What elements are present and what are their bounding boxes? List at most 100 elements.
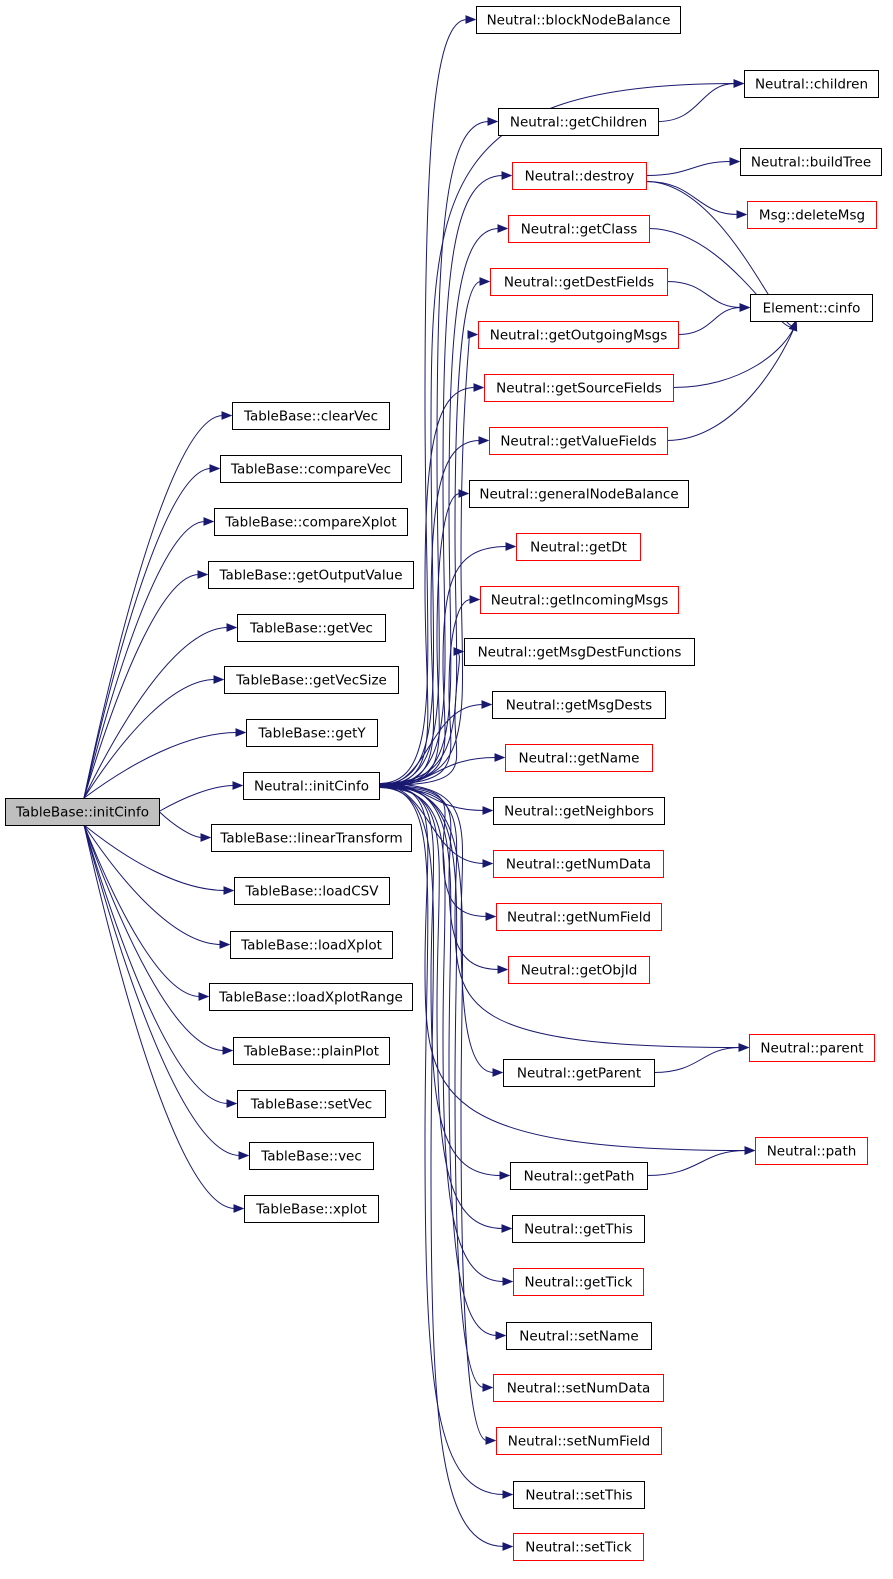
- node-parent[interactable]: Neutral::parent: [749, 1034, 875, 1062]
- node-get-this[interactable]: Neutral::getThis: [512, 1215, 645, 1243]
- node-box: [513, 1533, 644, 1561]
- node-box: [508, 215, 650, 243]
- node-set-vec[interactable]: TableBase::setVec: [237, 1090, 386, 1118]
- node-get-tick[interactable]: Neutral::getTick: [513, 1268, 644, 1296]
- node-set-num-data[interactable]: Neutral::setNumData: [493, 1374, 664, 1402]
- node-get-dest-fields[interactable]: Neutral::getDestFields: [490, 268, 668, 296]
- node-label: Neutral::setThis: [525, 1488, 632, 1504]
- node-delete-msg[interactable]: Msg::deleteMsg: [747, 201, 877, 229]
- edge-arrowhead: [487, 117, 499, 126]
- edge-arrowhead: [219, 940, 231, 949]
- node-set-name[interactable]: Neutral::setName: [506, 1322, 652, 1350]
- node-path[interactable]: Neutral::path: [755, 1137, 868, 1165]
- node-get-class[interactable]: Neutral::getClass: [508, 215, 650, 243]
- node-get-dt[interactable]: Neutral::getDt: [516, 533, 641, 561]
- node-label: Neutral::getNeighbors: [504, 804, 654, 820]
- node-get-source-fields[interactable]: Neutral::getSourceFields: [484, 374, 674, 402]
- edge-arrowhead: [501, 171, 513, 180]
- node-label: Neutral::getDestFields: [504, 275, 654, 291]
- edge-arrowhead: [736, 210, 748, 219]
- node-get-value-fields[interactable]: Neutral::getValueFields: [489, 427, 668, 455]
- call-edge: [83, 824, 236, 1209]
- node-box: [233, 1037, 390, 1065]
- node-box: [508, 956, 650, 984]
- node-label: TableBase::plainPlot: [243, 1044, 379, 1060]
- call-edge: [158, 811, 203, 838]
- node-get-num-data[interactable]: Neutral::getNumData: [493, 850, 664, 878]
- node-box: [493, 1374, 664, 1402]
- node-load-xplot[interactable]: TableBase::loadXplot: [230, 931, 393, 959]
- node-compare-xplot[interactable]: TableBase::compareXplot: [214, 508, 408, 536]
- call-edge: [378, 787, 505, 1547]
- node-xplot[interactable]: TableBase::xplot: [244, 1195, 379, 1223]
- node-get-parent[interactable]: Neutral::getParent: [503, 1059, 655, 1087]
- node-box: [232, 402, 390, 430]
- node-get-incoming-msgs[interactable]: Neutral::getIncomingMsgs: [480, 586, 679, 614]
- node-box: [503, 1059, 655, 1087]
- node-get-num-field[interactable]: Neutral::getNumField: [496, 903, 662, 931]
- node-vec[interactable]: TableBase::vec: [249, 1142, 374, 1170]
- node-label: TableBase::compareXplot: [224, 515, 396, 531]
- call-edges: [83, 15, 798, 1551]
- edge-arrowhead: [744, 1146, 756, 1155]
- edge-arrowhead: [482, 859, 494, 868]
- node-load-xplot-range[interactable]: TableBase::loadXplotRange: [209, 983, 413, 1011]
- node-get-y[interactable]: TableBase::getY: [246, 719, 378, 747]
- node-box: [498, 108, 659, 136]
- node-linear-transform[interactable]: TableBase::linearTransform: [211, 824, 412, 852]
- node-build-tree[interactable]: Neutral::buildTree: [740, 148, 882, 176]
- node-destroy[interactable]: Neutral::destroy: [512, 162, 647, 190]
- node-label: Neutral::getTick: [525, 1275, 633, 1291]
- node-children[interactable]: Neutral::children: [744, 70, 879, 98]
- node-get-output-value[interactable]: TableBase::getOutputValue: [208, 561, 414, 589]
- node-compare-vec[interactable]: TableBase::compareVec: [220, 455, 402, 483]
- node-get-children[interactable]: Neutral::getChildren: [498, 108, 659, 136]
- node-label: Neutral::getSourceFields: [496, 381, 662, 397]
- call-edge: [645, 161, 732, 176]
- node-get-vec[interactable]: TableBase::getVec: [237, 614, 386, 642]
- node-get-obj-id[interactable]: Neutral::getObjId: [508, 956, 650, 984]
- edge-arrowhead: [497, 224, 509, 233]
- node-box: [211, 824, 412, 852]
- edge-arrowhead: [226, 1099, 238, 1108]
- node-label: TableBase::loadCSV: [245, 884, 380, 900]
- node-set-this[interactable]: Neutral::setThis: [513, 1481, 645, 1509]
- node-box: [244, 1195, 379, 1223]
- node-get-vec-size[interactable]: TableBase::getVecSize: [224, 666, 399, 694]
- node-box: [480, 586, 679, 614]
- node-get-outgoing-msgs[interactable]: Neutral::getOutgoingMsgs: [478, 321, 679, 349]
- node-n-init-cinfo[interactable]: Neutral::initCinfo: [243, 772, 380, 800]
- node-label: Neutral::getName: [519, 751, 640, 767]
- edge-arrowhead: [738, 1043, 750, 1052]
- node-box: [740, 148, 882, 176]
- node-plain-plot[interactable]: TableBase::plainPlot: [233, 1037, 390, 1065]
- node-element-cinfo[interactable]: Element::cinfo: [750, 294, 873, 322]
- node-label: Neutral::getMsgDests: [506, 698, 652, 714]
- node-set-tick[interactable]: Neutral::setTick: [513, 1533, 644, 1561]
- call-edge: [83, 521, 206, 799]
- node-box: [755, 1137, 868, 1165]
- edge-arrowhead: [733, 79, 745, 88]
- node-get-msg-dest-functions[interactable]: Neutral::getMsgDestFunctions: [464, 638, 695, 666]
- node-get-path[interactable]: Neutral::getPath: [510, 1162, 648, 1190]
- edge-arrowhead: [453, 647, 465, 656]
- node-load-c-s-v[interactable]: TableBase::loadCSV: [234, 877, 390, 905]
- node-get-neighbors[interactable]: Neutral::getNeighbors: [493, 797, 665, 825]
- node-set-num-field[interactable]: Neutral::setNumField: [496, 1427, 662, 1455]
- call-edge: [378, 787, 741, 1048]
- node-box: [744, 70, 879, 98]
- edge-arrowhead: [235, 728, 247, 737]
- call-edge: [83, 679, 216, 799]
- node-get-name[interactable]: Neutral::getName: [505, 744, 653, 772]
- node-block-node-balance[interactable]: Neutral::blockNodeBalance: [476, 6, 681, 34]
- node-label: Neutral::getChildren: [510, 115, 647, 131]
- node-clear-vec[interactable]: TableBase::clearVec: [232, 402, 390, 430]
- edge-arrowhead: [226, 623, 238, 632]
- root-node[interactable]: TableBase::initCinfo: [5, 798, 160, 826]
- node-general-node-balance[interactable]: Neutral::generalNodeBalance: [469, 480, 689, 508]
- node-get-msg-dests[interactable]: Neutral::getMsgDests: [492, 691, 666, 719]
- edge-arrowhead: [473, 383, 485, 392]
- node-box: [214, 508, 408, 536]
- node-label: Neutral::getThis: [524, 1222, 633, 1238]
